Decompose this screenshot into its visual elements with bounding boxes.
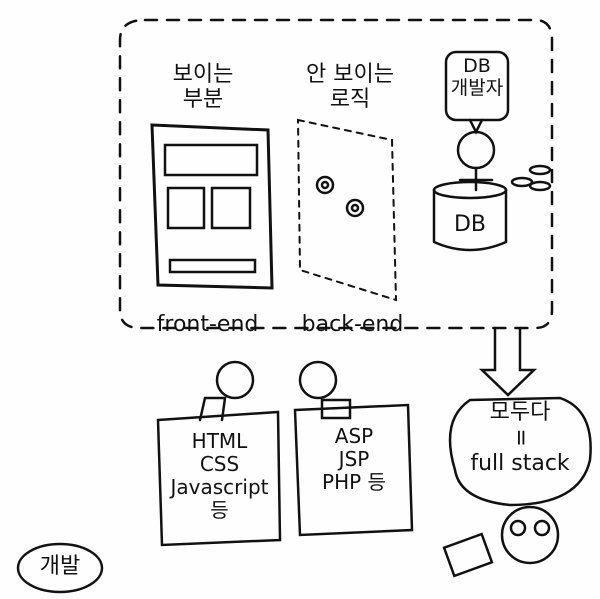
fullstack-text: 모두다=full stack	[470, 400, 570, 476]
webpage-icon	[150, 123, 274, 290]
frontend-figure	[198, 360, 255, 422]
backend-label: back-end	[301, 312, 404, 337]
frontend-label: front-end	[156, 312, 259, 337]
title-bubble	[16, 542, 104, 594]
db-cylinder-icon	[432, 180, 508, 252]
title-label: 개발	[39, 554, 81, 579]
arrow-down	[478, 326, 538, 397]
db-developer-figure	[444, 50, 510, 192]
backend-board	[293, 403, 414, 537]
fullstack-bubble	[448, 396, 592, 507]
invisible-page-outline	[296, 118, 398, 302]
gears-icon	[315, 175, 365, 218]
db-label: DB	[453, 212, 487, 237]
frontend-board	[156, 410, 282, 547]
dizzy-figure	[442, 505, 560, 578]
dashed-group-box	[118, 18, 554, 330]
disks-icon	[510, 164, 552, 192]
